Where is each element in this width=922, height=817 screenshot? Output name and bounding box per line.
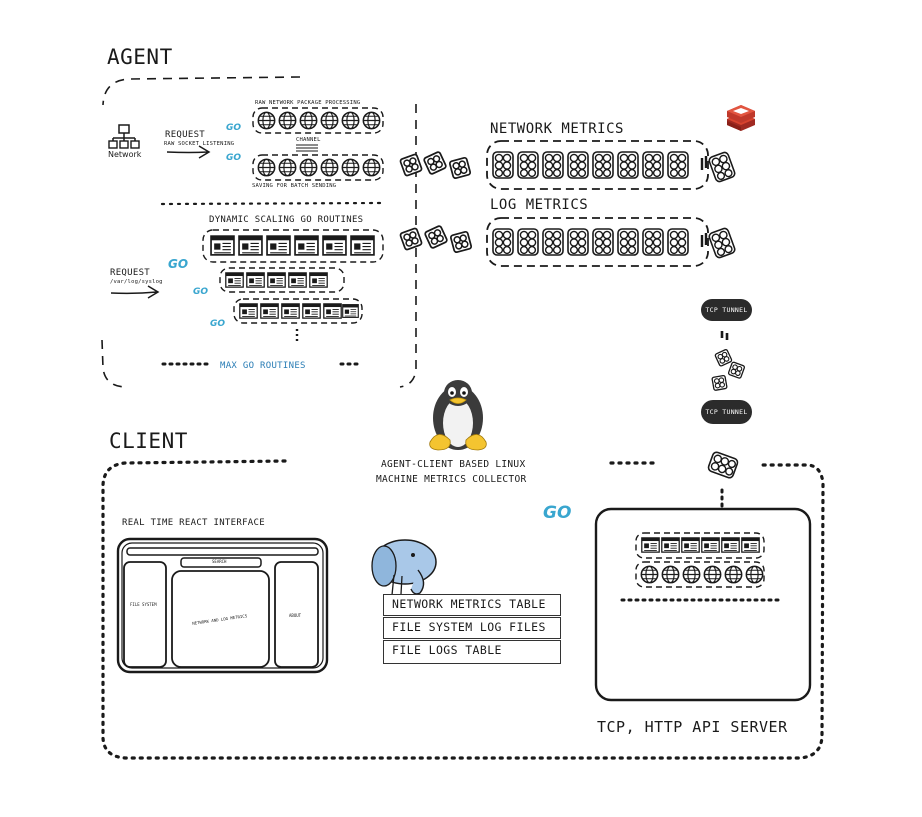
raw-packet-label: RAW NETWORK PACKAGE PROCESSING (255, 100, 361, 106)
agent-frame-right (399, 104, 417, 388)
db-table-network-metrics: NETWORK METRICS TABLE (383, 594, 561, 616)
request-sub-2: /var/log/syslog (110, 279, 163, 285)
api-server-box (594, 507, 812, 702)
tunnel-packets (711, 348, 746, 392)
tcp-tunnel-top: TCP TUNNEL (701, 299, 752, 321)
go-logo-icon: GO (210, 319, 226, 329)
incoming-client-packet (706, 450, 740, 480)
client-frame (101, 459, 825, 760)
network-metrics-queue (486, 140, 709, 190)
channel-label: CHANNEL (296, 137, 321, 143)
go-logo-icon: GO (543, 503, 572, 523)
react-interface-sketch (116, 537, 329, 674)
packets-to-network-metrics (398, 150, 472, 180)
doc-row-1 (210, 235, 375, 256)
saving-batch-label: SAVING FOR BATCH SENDING (252, 183, 337, 189)
request-label-2: REQUEST (110, 268, 151, 278)
linux-caption-1: AGENT-CLIENT BASED LINUX (381, 459, 526, 470)
client-title: CLIENT (109, 429, 188, 453)
go-logo-icon: GO (226, 153, 242, 163)
globe-row-2 (257, 158, 381, 177)
dynamic-scaling-label: DYNAMIC SCALING GO ROUTINES (209, 215, 364, 225)
routine-row-3 (233, 298, 363, 324)
batch-row (252, 154, 384, 181)
request-label-1: REQUEST (165, 130, 206, 140)
exiting-log-packet (707, 226, 737, 260)
db-table-file-logs: FILE LOGS TABLE (383, 640, 561, 664)
log-metrics-label: LOG METRICS (490, 197, 589, 213)
search-bar-label: SEARCH (212, 559, 227, 564)
redis-icon (727, 105, 755, 131)
react-interface-label: REAL TIME REACT INTERFACE (122, 518, 265, 528)
agent-divider (160, 201, 382, 206)
packets-to-log-metrics (398, 224, 473, 254)
agent-title: AGENT (107, 45, 173, 69)
exit-marks-1 (700, 156, 708, 170)
api-server-label: TCP, HTTP API SERVER (597, 718, 788, 736)
globe-row-1 (257, 111, 381, 130)
about-panel-label: ABOUT (289, 613, 302, 618)
channel-lines (296, 144, 318, 152)
agent-frame-bottom-left (101, 339, 126, 388)
exiting-network-packet (707, 150, 737, 184)
go-logo-icon: GO (193, 287, 209, 297)
request-arrow-1 (166, 145, 211, 159)
doc-row-3 (239, 303, 359, 319)
tunnel-exit-marks (720, 331, 729, 340)
max-routines-label: MAX GO ROUTINES (220, 361, 306, 371)
server-globe-row (635, 561, 765, 588)
server-doc-row (635, 532, 765, 559)
request-sub-1: RAW SOCKET LISTENING (164, 141, 235, 147)
db-table-file-system-logs: FILE SYSTEM LOG FILES (383, 617, 561, 639)
network-label: Network (108, 150, 142, 159)
log-metrics-queue (486, 217, 709, 267)
routine-row-2 (219, 267, 345, 293)
doc-row-2 (225, 272, 328, 288)
tcp-tunnel-bottom: TCP TUNNEL (701, 400, 752, 424)
request-arrow-2 (110, 285, 160, 299)
go-logo-icon: GO (168, 257, 189, 271)
network-tree-icon (108, 124, 140, 149)
linux-penguin-icon (429, 380, 487, 451)
log-metrics-packets (492, 228, 689, 256)
file-system-panel-label: FILE SYSTEM (130, 602, 157, 607)
network-metrics-packets (492, 151, 689, 179)
network-metrics-label: NETWORK METRICS (490, 121, 624, 137)
exit-marks-2 (700, 233, 708, 247)
postgres-elephant-icon (371, 539, 437, 596)
linux-caption-2: MACHINE METRICS COLLECTOR (376, 474, 527, 485)
routine-row-1 (202, 229, 384, 263)
go-logo-icon: GO (226, 123, 242, 133)
raw-packet-row (252, 107, 384, 134)
